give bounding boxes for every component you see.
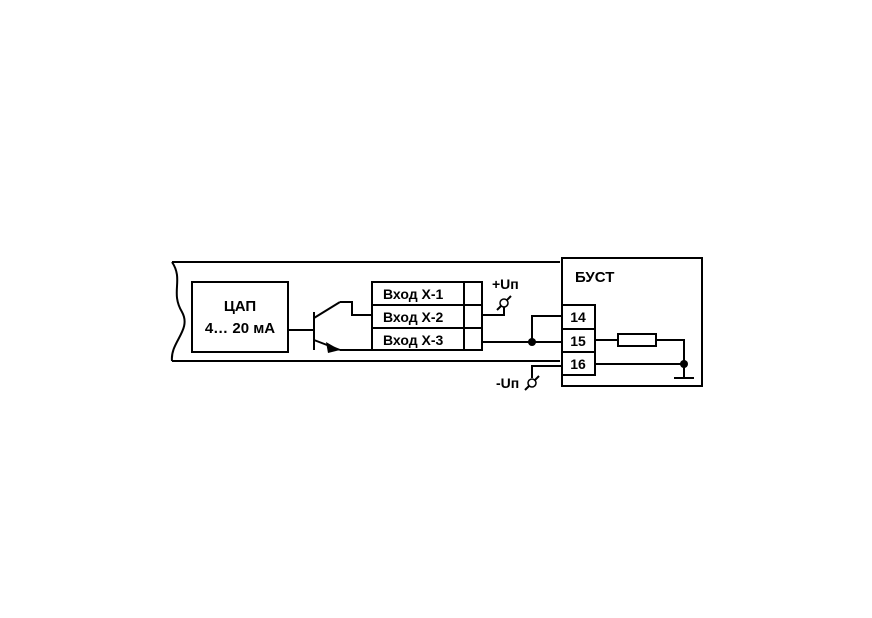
resistor: [617, 333, 657, 347]
dac-block: [191, 281, 289, 353]
ground-junction-dot: [680, 360, 688, 368]
bust-terminal-14: 14: [570, 309, 586, 325]
resistor-lead-right: [656, 339, 685, 378]
plus-supply-terminal: [499, 298, 509, 308]
dac-label-line1: ЦАП: [224, 298, 256, 315]
plus-supply-wire: [482, 306, 505, 316]
plus-supply-label: +Uп: [492, 276, 519, 292]
input-x1-label: Вход Х-1: [383, 286, 444, 302]
device-housing: [170, 261, 560, 362]
emitter-arrow: [326, 342, 340, 353]
minus-supply-label: -Uп: [496, 375, 519, 391]
bust-terminal-16: 16: [570, 356, 586, 372]
dac-label-line2: 4… 20 мА: [205, 320, 275, 337]
input-x3-label: Вход Х-3: [383, 332, 444, 348]
bust-title: БУСТ: [575, 269, 614, 286]
bus-junction-dot: [528, 338, 536, 346]
terminal-14-wire: [531, 315, 562, 342]
input-x2-label: Вход Х-2: [383, 309, 444, 325]
collector-wire: [340, 301, 372, 316]
minus-supply-terminal: [527, 378, 537, 388]
bust-terminal-15: 15: [570, 333, 586, 349]
minus-supply-wire: [531, 365, 562, 378]
transistor-collector: [313, 301, 341, 319]
